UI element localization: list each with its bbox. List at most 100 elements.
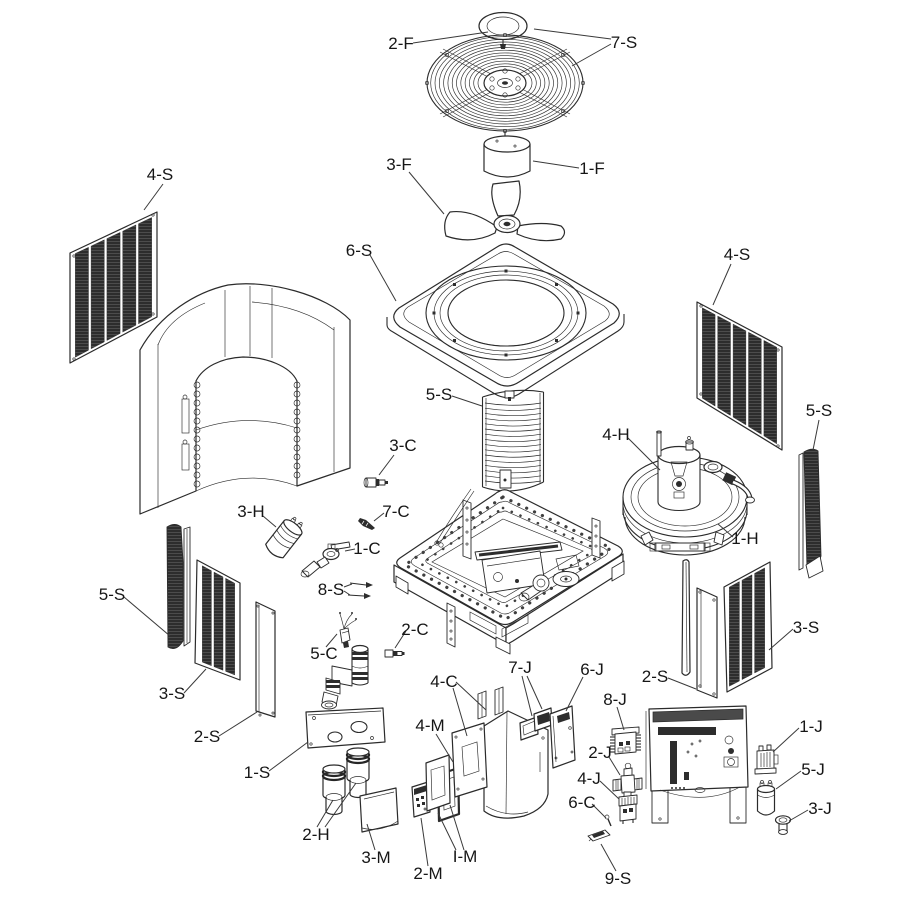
- display-bezels-IM: [425, 754, 461, 823]
- label-8s: 8-S: [318, 580, 344, 599]
- panel-3S-right: [723, 561, 773, 693]
- keypad-2M: [411, 781, 431, 818]
- component-2J: [612, 762, 643, 799]
- leader-6c: [591, 803, 607, 819]
- fan-guard-rings: [430, 36, 580, 130]
- label-4s-left: 4-S: [147, 165, 173, 184]
- leader-1f: [532, 160, 580, 169]
- leader-4h: [627, 437, 661, 471]
- label-6j: 6-J: [580, 660, 604, 679]
- label-6s: 6-S: [346, 241, 372, 260]
- label-3s-right: 3-S: [793, 618, 819, 637]
- leader-3h: [262, 515, 277, 528]
- leader-5c: [325, 633, 338, 648]
- label-4h: 4-H: [602, 425, 629, 444]
- leader-1h: [717, 523, 734, 538]
- panel-2S-right: [696, 587, 718, 699]
- panel-4M: [451, 722, 488, 798]
- grille-panel-4s-right-slats: [702, 307, 777, 445]
- bracket-9S: [587, 829, 611, 842]
- label-3c: 3-C: [389, 436, 416, 455]
- label-im: I-M: [453, 847, 478, 866]
- label-4j: 4-J: [577, 769, 601, 788]
- panel-3s-right-slats: [729, 567, 765, 687]
- label-5c: 5-C: [310, 644, 337, 663]
- label-7j: 7-J: [508, 658, 532, 677]
- label-2j: 2-J: [588, 743, 612, 762]
- contactor-1J: [754, 744, 779, 775]
- leader-5s-right: [812, 419, 820, 451]
- leader-2m: [420, 817, 429, 867]
- fitting-2C: [384, 649, 405, 658]
- leader-6s: [369, 254, 397, 302]
- compressor-shroud-4C: [477, 686, 549, 819]
- base-pan-components: [434, 488, 601, 648]
- leader-im: [437, 804, 465, 851]
- leader-7j: [521, 675, 543, 717]
- label-1h: 1-H: [731, 529, 758, 548]
- label-2s-right: 2-S: [642, 667, 668, 686]
- leader-1j: [772, 727, 800, 753]
- leader-3c: [378, 454, 395, 476]
- leader-2s-right: [667, 677, 697, 690]
- label-8j: 8-J: [603, 690, 627, 709]
- label-2h: 2-H: [302, 825, 329, 844]
- leader-3s-left: [183, 668, 207, 694]
- leader-5s-left: [123, 596, 171, 637]
- fan-shroud-5S: [481, 389, 545, 492]
- leader-1c: [344, 548, 356, 552]
- screw-7C: [358, 518, 375, 530]
- leader-3s-right: [768, 628, 794, 651]
- grille-panel-4S-left: [69, 211, 158, 364]
- base-pan-assembly: [393, 488, 625, 655]
- grille-panel-4S-right: [696, 301, 783, 451]
- valve-1C: [300, 541, 351, 578]
- heat-exchanger-header-4H: [657, 445, 701, 512]
- label-3m: 3-M: [361, 848, 390, 867]
- label-3f: 3-F: [386, 155, 412, 174]
- leader-lines: [123, 28, 820, 872]
- top-cover-6S: [386, 243, 625, 399]
- label-3h: 3-H: [237, 502, 264, 521]
- panel-6J: [549, 705, 576, 769]
- component-8J: [610, 726, 641, 755]
- label-5j: 5-J: [801, 760, 825, 779]
- label-4c: 4-C: [430, 672, 457, 691]
- panel-1S: [305, 707, 386, 749]
- heat-exchanger-feet: [640, 531, 725, 552]
- evaporator-wrap-coil: [139, 283, 351, 515]
- leader-6j: [565, 676, 584, 712]
- wrap-scallops: [193, 381, 301, 488]
- fan-shroud-lines: [484, 402, 542, 484]
- plate-3M: [359, 787, 399, 833]
- heat-exchanger-1H: [622, 430, 755, 556]
- sensor-5C: [339, 612, 357, 648]
- leader-3j: [788, 809, 809, 822]
- leader-2h: [316, 782, 357, 828]
- leader-1s: [268, 741, 309, 772]
- fan-guard-7S: [424, 32, 586, 138]
- label-2m: 2-M: [413, 864, 442, 883]
- label-5s-right: 5-S: [806, 401, 832, 420]
- label-6c: 6-C: [568, 793, 595, 812]
- leader-4m: [435, 733, 454, 763]
- leader-5s-top: [451, 395, 483, 407]
- label-9s: 9-S: [605, 869, 631, 888]
- label-2f: 2-F: [388, 34, 414, 53]
- leader-2s-left: [218, 711, 258, 737]
- fitting-3C: [363, 477, 388, 488]
- label-1j: 1-J: [799, 717, 823, 736]
- leader-8s: [343, 583, 353, 596]
- label-4m: 4-M: [415, 716, 444, 735]
- panel-3s-left-slats: [202, 565, 235, 676]
- label-2c: 2-C: [401, 620, 428, 639]
- leader-4s-left: [143, 183, 164, 211]
- label-1s: 1-S: [244, 763, 270, 782]
- capacitor-3H: [265, 517, 303, 559]
- component-4J: [618, 794, 638, 824]
- leader-4j: [599, 780, 620, 800]
- leader-9s: [600, 843, 617, 872]
- label-5s-top: 5-S: [426, 385, 452, 404]
- leader-8j: [616, 706, 625, 731]
